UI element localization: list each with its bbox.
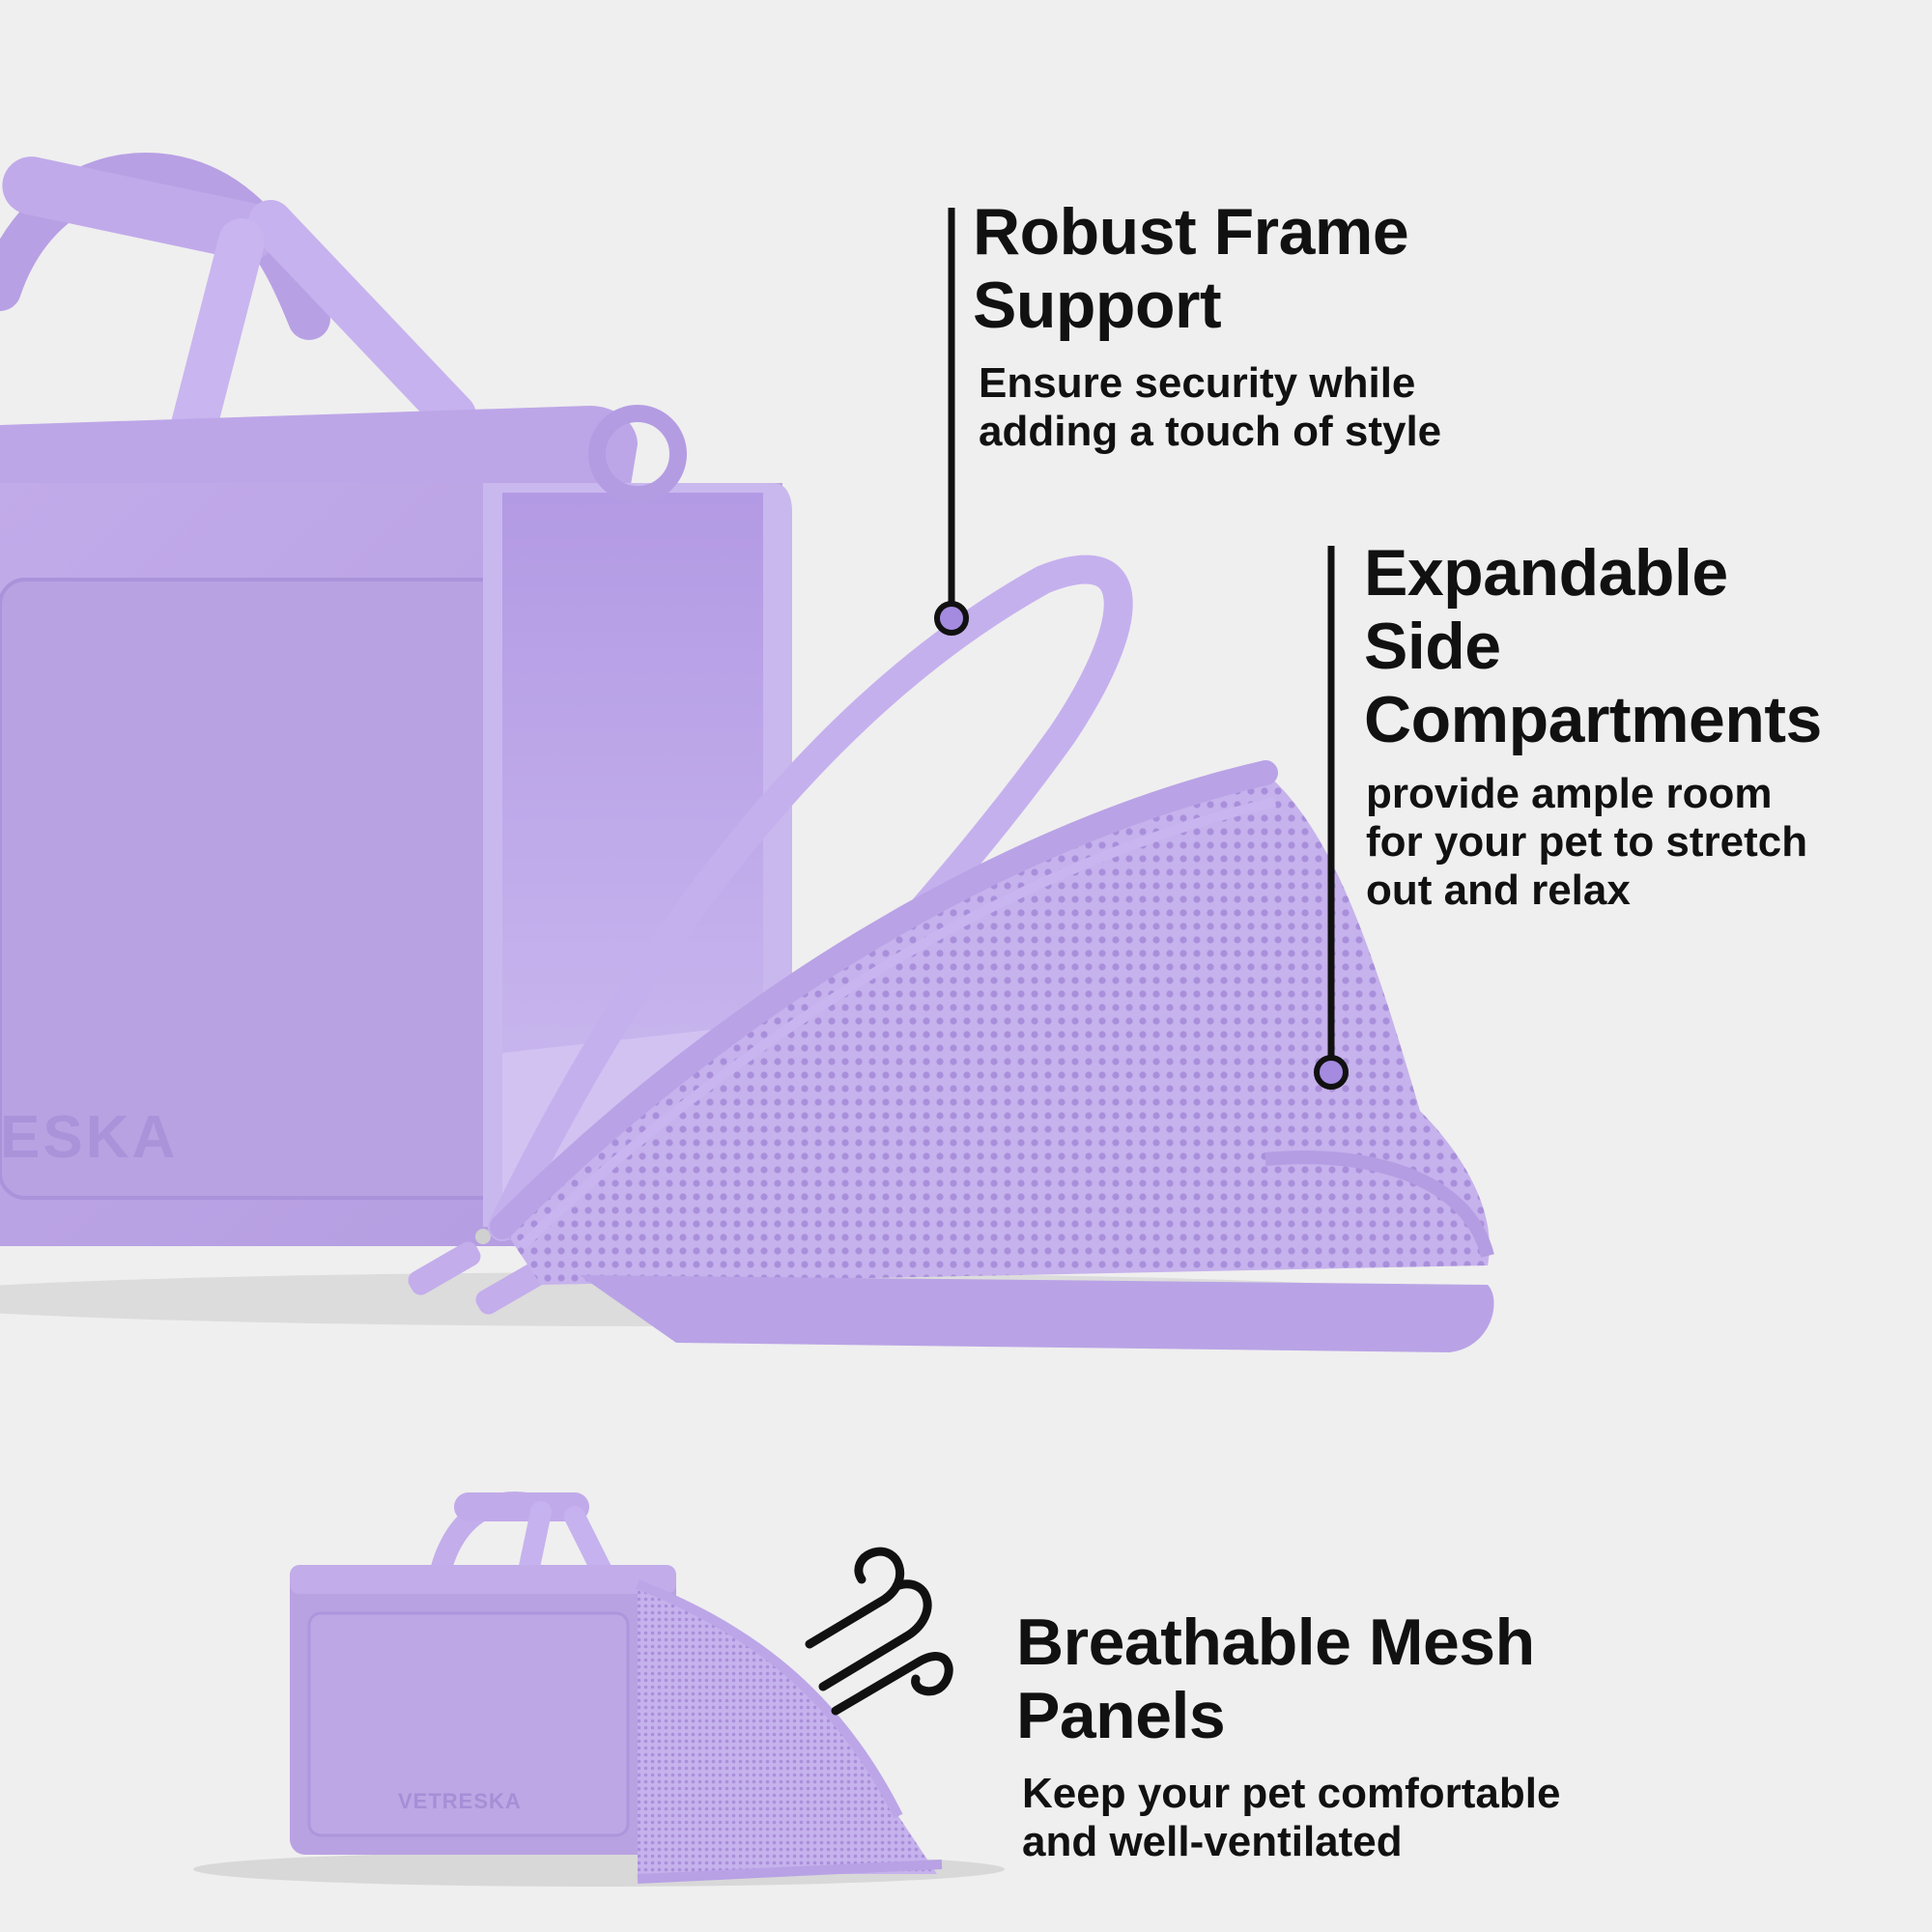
dot-marker-icon bbox=[934, 601, 969, 636]
expandable-callout bbox=[1314, 546, 1349, 1090]
expandable-compartments-description: provide ample room for your pet to stret… bbox=[1366, 770, 1808, 914]
frame-support-title: Robust Frame Support bbox=[973, 195, 1409, 342]
breathable-mesh-feature: Breathable Mesh Panels Keep your pet com… bbox=[1016, 1605, 1560, 1866]
expandable-compartments-feature: Expandable Side Compartments provide amp… bbox=[1364, 536, 1822, 915]
frame-support-feature: Robust Frame Support Ensure security whi… bbox=[973, 195, 1441, 456]
large-bag-logo: ESKA bbox=[0, 1104, 178, 1171]
dot-marker-icon bbox=[1314, 1055, 1349, 1090]
breathable-mesh-description: Keep your pet comfortable and well-venti… bbox=[1022, 1770, 1561, 1865]
large-pet-carrier: ESKA bbox=[0, 153, 1494, 1352]
expandable-compartments-title: Expandable Side Compartments bbox=[1364, 536, 1822, 756]
breathable-mesh-title: Breathable Mesh Panels bbox=[1016, 1605, 1535, 1752]
wind-icon bbox=[805, 1547, 953, 1716]
small-pet-carrier: VETRESKA bbox=[193, 1492, 1005, 1887]
frame-support-description: Ensure security while adding a touch of … bbox=[979, 359, 1442, 455]
small-bag-logo: VETRESKA bbox=[398, 1789, 522, 1813]
frame-callout bbox=[934, 208, 969, 636]
